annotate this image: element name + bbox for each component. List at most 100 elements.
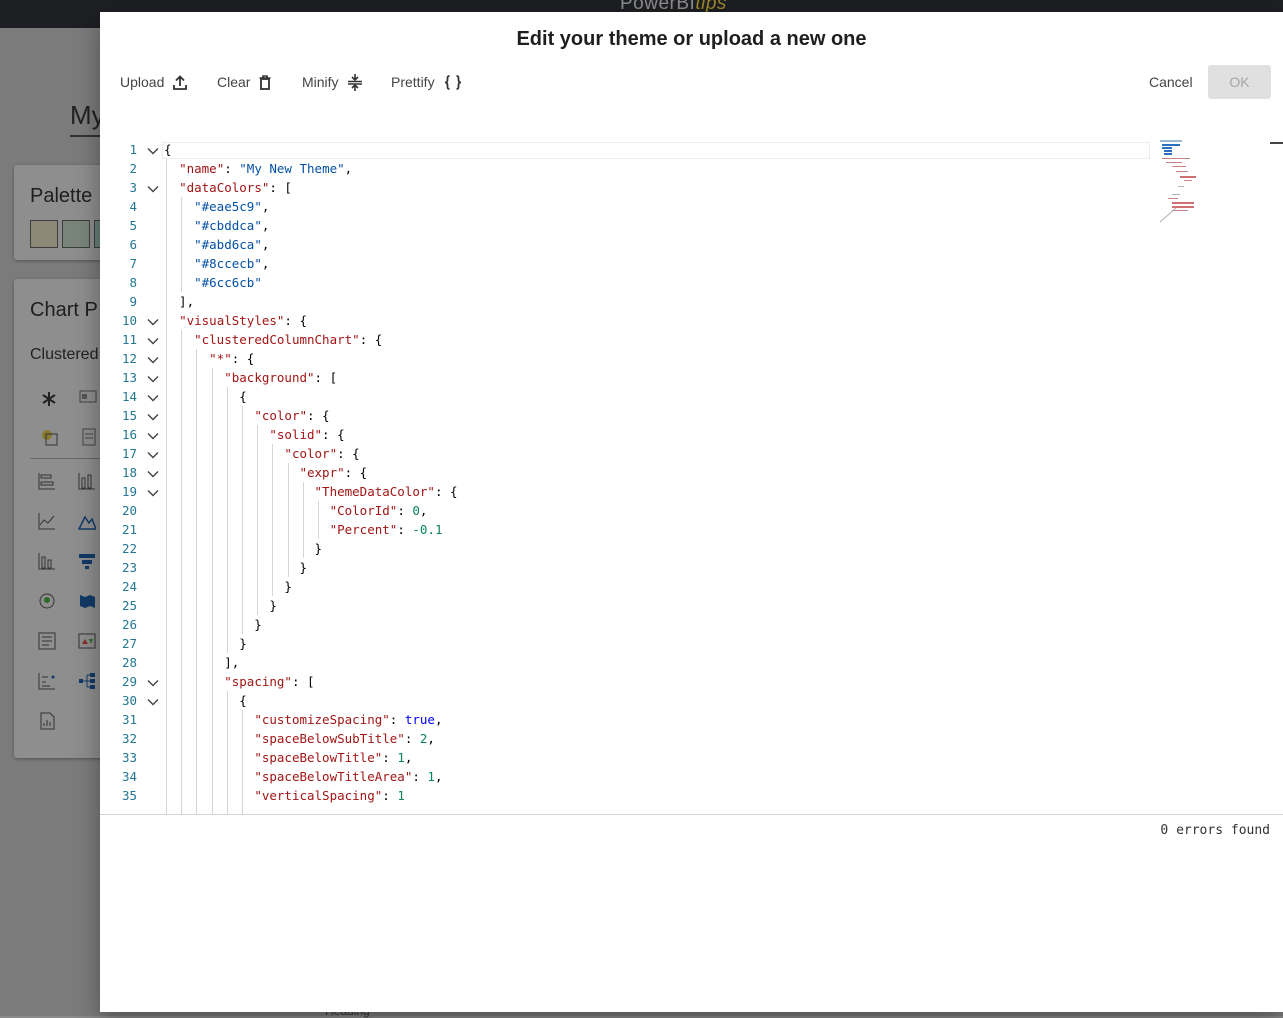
asterisk-icon: [42, 392, 56, 406]
fold-chevron-icon[interactable]: [147, 676, 159, 687]
vertical-scrollbar[interactable]: [1270, 142, 1283, 144]
code-line[interactable]: 32 "spaceBelowSubTitle": 2,: [100, 729, 1150, 748]
code-line[interactable]: 18 "expr": {: [100, 463, 1150, 482]
code-line[interactable]: 24 }: [100, 577, 1150, 596]
globe-map-icon: [39, 593, 55, 609]
code-line[interactable]: 1{: [100, 140, 1150, 159]
fold-chevron-icon[interactable]: [147, 315, 159, 326]
line-number: 32: [121, 731, 137, 746]
code-line[interactable]: 27 }: [100, 634, 1150, 653]
code-line[interactable]: 15 "color": {: [100, 406, 1150, 425]
code-line[interactable]: 12 "*": {: [100, 349, 1150, 368]
code-line[interactable]: 25 }: [100, 596, 1150, 615]
code-line[interactable]: 33 "spaceBelowTitle": 1,: [100, 748, 1150, 767]
indent-guide: [181, 330, 183, 814]
cancel-button[interactable]: Cancel: [1149, 74, 1193, 90]
json-code-editor[interactable]: 1{2 "name": "My New Theme",3 "dataColors…: [100, 140, 1283, 814]
fold-chevron-icon[interactable]: [147, 334, 159, 345]
code-line[interactable]: 21 "Percent": -0.1: [100, 520, 1150, 539]
code-line[interactable]: 10 "visualStyles": {: [100, 311, 1150, 330]
palette-swatch: [30, 220, 58, 248]
upload-button[interactable]: Upload: [120, 72, 188, 92]
ok-button[interactable]: OK: [1208, 65, 1271, 99]
line-number: 13: [121, 370, 137, 385]
clear-label: Clear: [217, 74, 251, 90]
fold-chevron-icon[interactable]: [147, 695, 159, 706]
code-line[interactable]: 4 "#eae5c9",: [100, 197, 1150, 216]
line-number: 27: [121, 636, 137, 651]
code-line[interactable]: 9 ],: [100, 292, 1150, 311]
code-line[interactable]: 26 }: [100, 615, 1150, 634]
code-text: ],: [164, 294, 195, 309]
chart-panel-subtitle: Clustered: [30, 346, 99, 363]
code-line[interactable]: 16 "solid": {: [100, 425, 1150, 444]
code-line[interactable]: 35 "verticalSpacing": 1: [100, 786, 1150, 805]
line-number: 7: [129, 256, 137, 271]
code-line[interactable]: 7 "#8ccecb",: [100, 254, 1150, 273]
code-text: {: [164, 693, 247, 708]
code-line[interactable]: 3 "dataColors": [: [100, 178, 1150, 197]
fold-chevron-icon[interactable]: [147, 144, 159, 155]
code-text: "customizeSpacing": true,: [254, 712, 443, 727]
code-line[interactable]: 5 "#cbddca",: [100, 216, 1150, 235]
key-influencers-icon: [79, 673, 95, 689]
fold-chevron-icon[interactable]: [147, 429, 159, 440]
code-line[interactable]: 20 "ColorId": 0,: [100, 501, 1150, 520]
clear-button[interactable]: Clear: [217, 72, 271, 92]
code-line[interactable]: 34 "spaceBelowTitleArea": 1,: [100, 767, 1150, 786]
indent-guide: [196, 349, 198, 814]
code-line[interactable]: 11 "clusteredColumnChart": {: [100, 330, 1150, 349]
line-number: 24: [121, 579, 137, 594]
chart-panel-title: Chart P: [30, 299, 98, 321]
code-line[interactable]: 29 "spacing": [: [100, 672, 1150, 691]
indent-guide: [272, 444, 274, 596]
fold-chevron-icon[interactable]: [147, 182, 159, 193]
indent-guide: [318, 501, 319, 539]
code-line[interactable]: 31 "customizeSpacing": true,: [100, 710, 1150, 729]
code-line[interactable]: 22 }: [100, 539, 1150, 558]
editor-minimap[interactable]: [1158, 140, 1198, 230]
code-text: ],: [164, 655, 240, 670]
code-line[interactable]: 19 "ThemeDataColor": {: [100, 482, 1150, 501]
fold-chevron-icon[interactable]: [147, 353, 159, 364]
code-text: "ThemeDataColor": {: [314, 484, 458, 499]
fold-chevron-icon[interactable]: [147, 372, 159, 383]
fold-chevron-icon[interactable]: [147, 486, 159, 497]
code-line[interactable]: 28 ],: [100, 653, 1150, 672]
code-text: }: [164, 560, 307, 575]
prettify-button[interactable]: Prettify: [391, 72, 462, 92]
line-number: 22: [121, 541, 137, 556]
indent-guide: [166, 159, 167, 814]
code-line[interactable]: 8 "#6cc6cb": [100, 273, 1150, 292]
trash-icon: [259, 74, 271, 90]
indent-guide: [287, 463, 289, 577]
line-number: 4: [129, 199, 137, 214]
code-line[interactable]: 6 "#abd6ca",: [100, 235, 1150, 254]
line-number: 16: [121, 427, 137, 442]
ribbon-chart-icon: [38, 553, 55, 570]
code-text: "#abd6ca",: [194, 237, 270, 252]
code-line[interactable]: 17 "color": {: [100, 444, 1150, 463]
code-line[interactable]: 23 }: [100, 558, 1150, 577]
code-line[interactable]: 30 {: [100, 691, 1150, 710]
code-line[interactable]: 13 "background": [: [100, 368, 1150, 387]
minify-button[interactable]: Minify: [302, 72, 362, 92]
line-number: 11: [121, 332, 137, 347]
palette-swatch: [62, 220, 90, 248]
fold-chevron-icon[interactable]: [147, 448, 159, 459]
indent-guide: [181, 197, 183, 292]
fold-chevron-icon[interactable]: [147, 467, 159, 478]
code-line[interactable]: 14 {: [100, 387, 1150, 406]
compress-icon: [347, 73, 362, 91]
code-line[interactable]: 2 "name": "My New Theme",: [100, 159, 1150, 178]
line-number: 5: [129, 218, 137, 233]
fold-chevron-icon[interactable]: [147, 410, 159, 421]
fold-chevron-icon[interactable]: [147, 391, 159, 402]
funnel-icon: [79, 554, 95, 569]
column-chart-icon: [78, 473, 95, 490]
line-number: 30: [121, 693, 137, 708]
line-number: 17: [121, 446, 137, 461]
code-text: "clusteredColumnChart": {: [194, 332, 383, 347]
line-number: 21: [121, 522, 137, 537]
code-text: "spaceBelowSubTitle": 2,: [254, 731, 435, 746]
